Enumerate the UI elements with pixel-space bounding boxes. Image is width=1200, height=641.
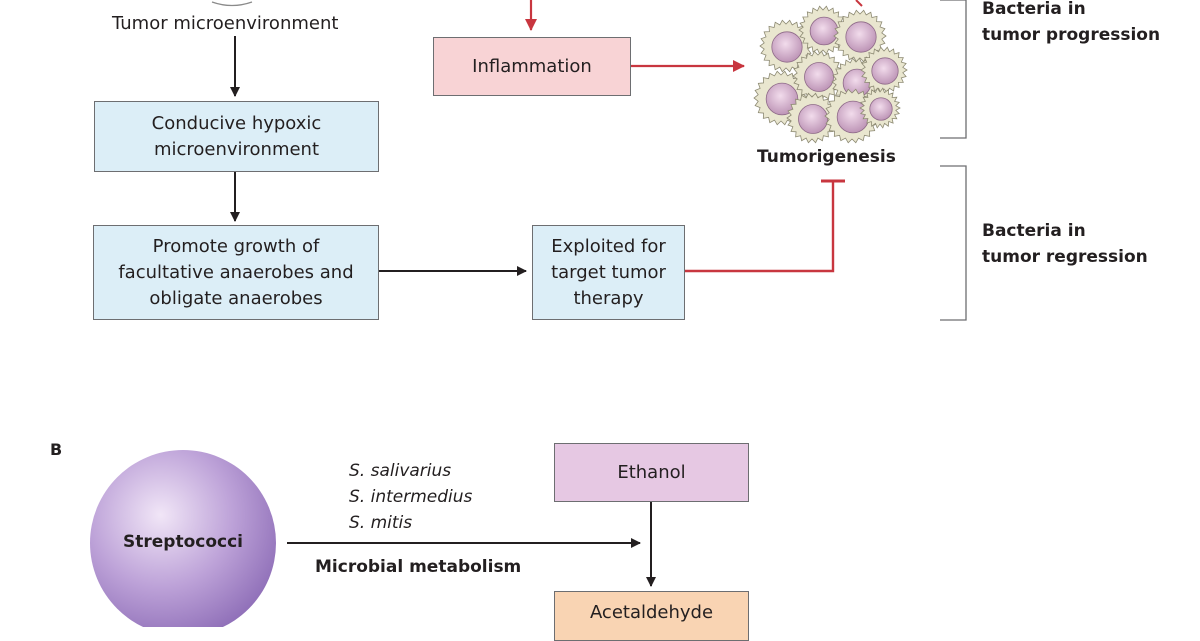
exploited-line-3: therapy [573, 287, 644, 309]
tumor-cell [792, 50, 844, 102]
acetaldehyde-label: Acetaldehyde [589, 602, 714, 623]
bracket-regression [940, 165, 967, 321]
bracket-progression [940, 0, 967, 139]
diagram-connectors [90, 0, 967, 627]
tumor-cell [786, 92, 838, 144]
tumorigenesis-label: Tumorigenesis [757, 147, 896, 167]
hypoxic-line-1: Conducive hypoxic [151, 112, 322, 134]
ethanol-box: Ethanol [554, 443, 749, 502]
species-list: S. salivarius S. intermedius S. mitis [349, 458, 472, 536]
exploited-line-2: target tumor [551, 261, 666, 283]
tumor-cell [798, 5, 848, 55]
regression-label: Bacteria in tumor regression [982, 218, 1148, 270]
progression-label: Bacteria in tumor progression [982, 0, 1160, 48]
anaerobes-box: Promote growth of facultative anaerobes … [93, 225, 379, 320]
ethanol-label: Ethanol [617, 461, 686, 483]
inflammation-label: Inflammation [472, 55, 592, 77]
streptococci-label: Streptococci [123, 532, 243, 552]
inhibition-exploited-to-tumor [685, 181, 835, 273]
progression-line-2: tumor progression [982, 25, 1161, 45]
panel-b-label: B [50, 440, 63, 459]
anaerobes-line-1: Promote growth of [152, 235, 320, 257]
species-mitis: S. mitis [349, 513, 413, 533]
tumor-cell [860, 46, 908, 94]
cut-off-cell-edge [211, 1, 253, 7]
microbial-metabolism-label: Microbial metabolism [315, 557, 522, 577]
regression-line-1: Bacteria in [982, 221, 1086, 241]
species-intermedius: S. intermedius [349, 487, 473, 507]
species-salivarius: S. salivarius [349, 461, 452, 481]
exploited-line-1: Exploited for [551, 235, 666, 257]
streptococci-sphere [90, 450, 276, 627]
inflammation-box: Inflammation [433, 37, 631, 96]
hypoxic-line-2: microenvironment [153, 138, 320, 160]
regression-line-2: tumor regression [982, 247, 1148, 267]
tumor-cell-cluster [753, 5, 908, 144]
tumor-cell [833, 9, 887, 63]
progression-line-1: Bacteria in [982, 0, 1086, 19]
red-tick-top [855, 0, 863, 7]
anaerobes-line-3: obligate anaerobes [149, 287, 323, 309]
tumor-cell [859, 87, 901, 129]
acetaldehyde-box: Acetaldehyde [554, 591, 749, 641]
hypoxic-box: Conducive hypoxic microenvironment [94, 101, 379, 172]
tumor-cell [759, 19, 813, 73]
exploited-box: Exploited for target tumor therapy [532, 225, 685, 320]
tumor-microenvironment-label: Tumor microenvironment [112, 13, 339, 34]
anaerobes-line-2: facultative anaerobes and [118, 261, 354, 283]
